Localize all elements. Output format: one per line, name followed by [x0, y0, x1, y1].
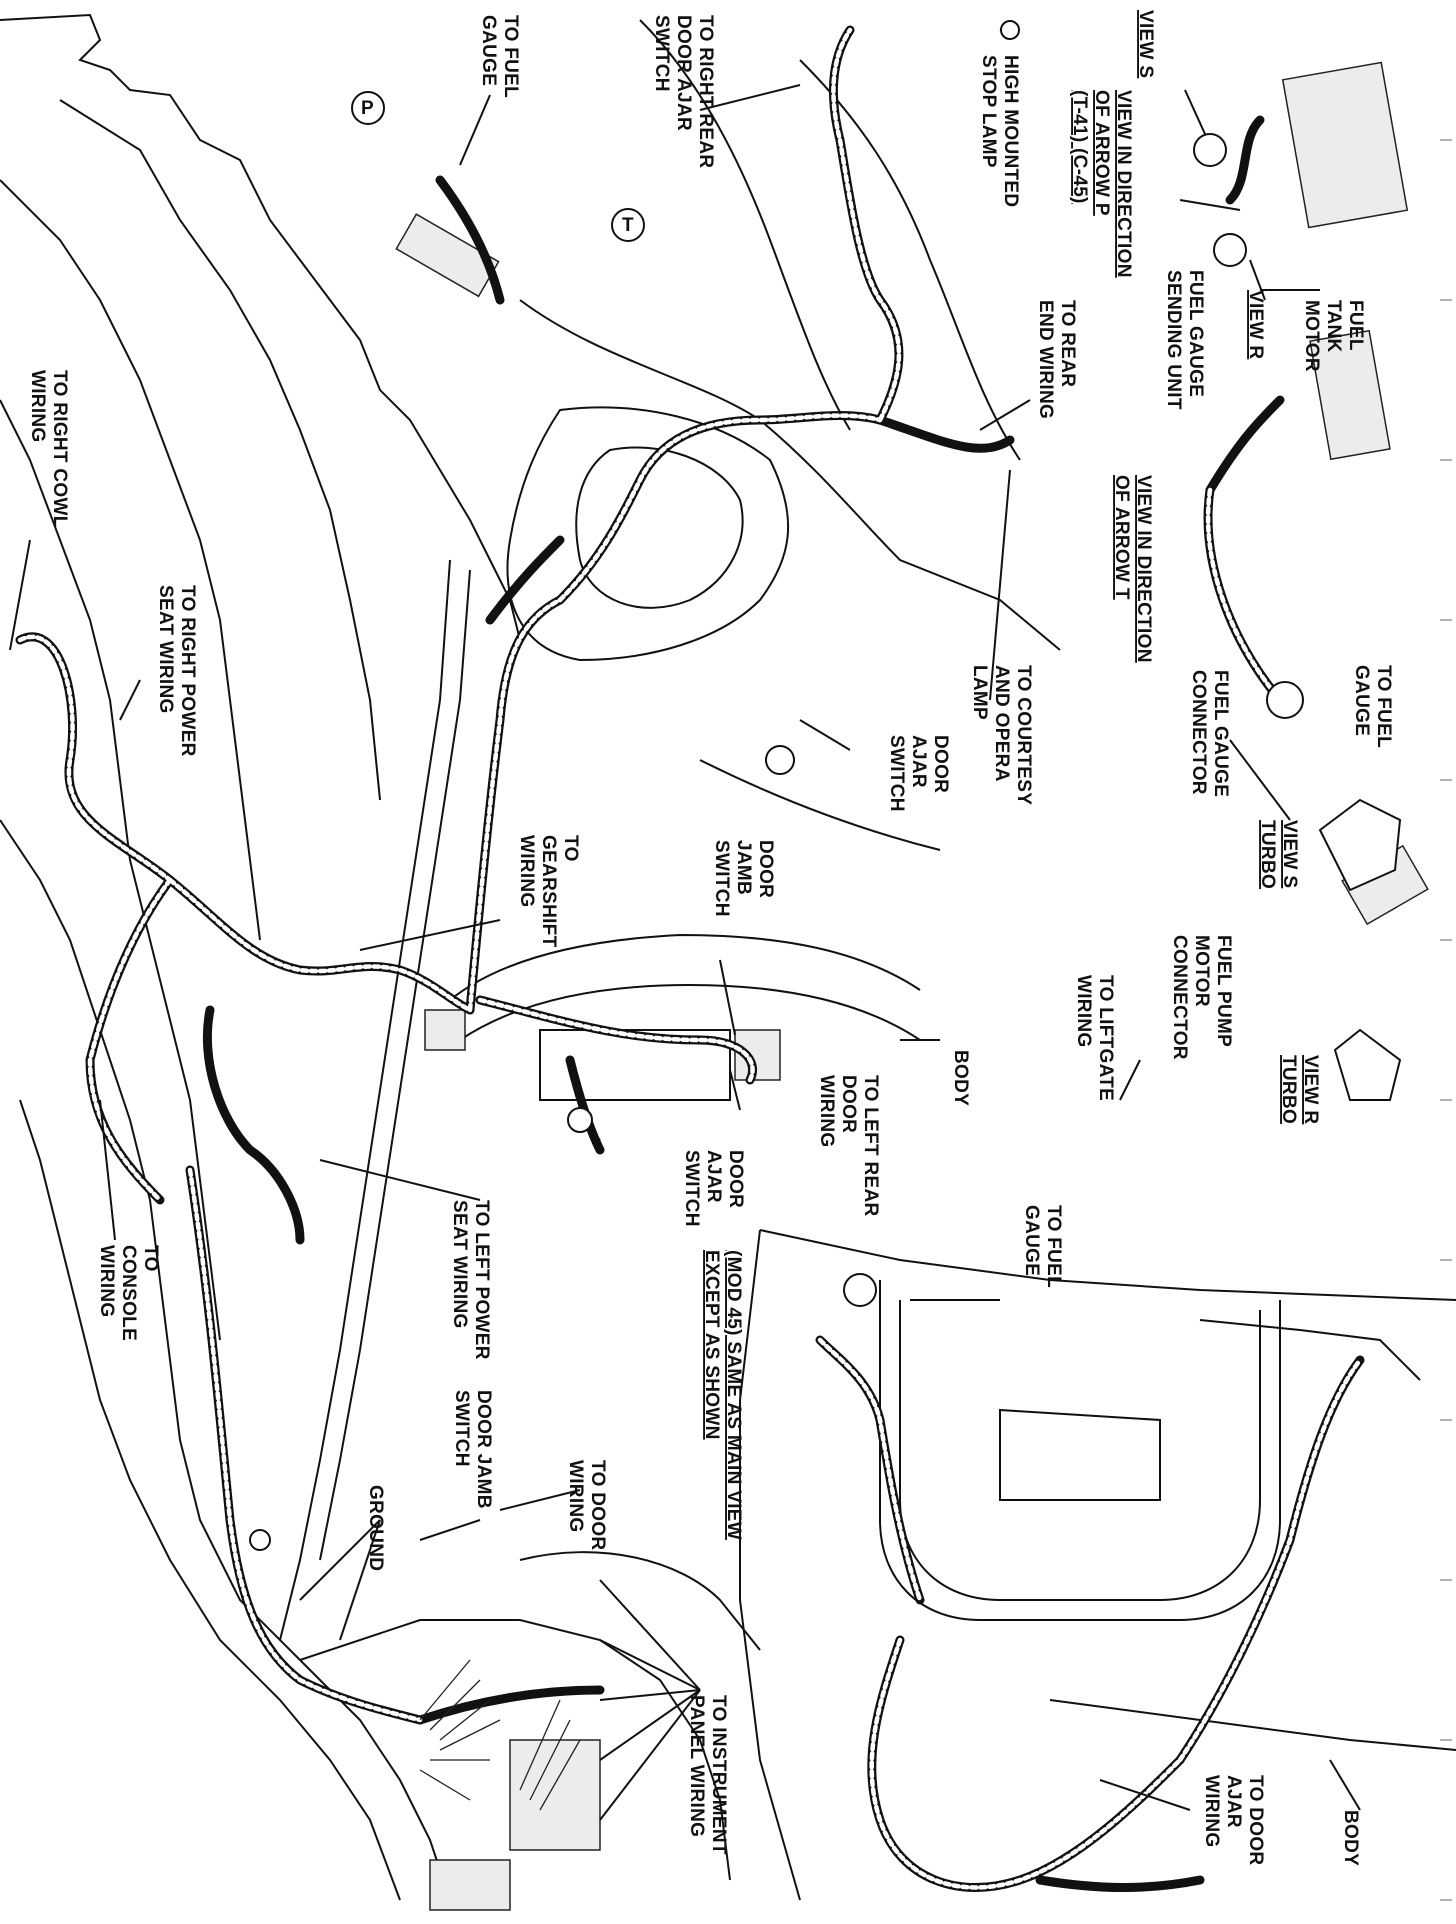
label-fuel-gauge-connector: FUEL GAUGECONNECTOR	[1188, 670, 1231, 797]
label-fuel-tank-motor: FUELTANKMOTOR	[1301, 300, 1366, 372]
label-fuel-pump-motor-connector: FUEL PUMPMOTORCONNECTOR	[1169, 935, 1234, 1060]
svg-text:FUEL GAUGESENDING UNIT: FUEL GAUGESENDING UNIT	[1163, 270, 1206, 410]
svg-text:DOOR JAMBSWITCH: DOOR JAMBSWITCH	[451, 1390, 494, 1509]
connector-blocks	[395, 61, 1429, 1911]
component-glyphs	[249, 20, 1402, 1551]
label-high-mounted-stop-lamp: HIGH MOUNTEDSTOP LAMP	[978, 55, 1021, 207]
label-fuel-gauge-sending-unit: FUEL GAUGESENDING UNIT	[1163, 270, 1206, 410]
wiring-harness	[15, 25, 1365, 1892]
label-to-fuel-gauge-right: TO FUELGAUGE	[1351, 665, 1394, 748]
label-to-door-ajar-wiring: TO DOORAJARWIRING	[1201, 1775, 1266, 1865]
svg-text:TOGEARSHIFTWIRING: TOGEARSHIFTWIRING	[516, 835, 581, 948]
svg-text:TO FUELGAUGE: TO FUELGAUGE	[1351, 665, 1394, 748]
arrow-p-marker: P	[351, 91, 385, 125]
wiring-harness-texture	[17, 27, 1363, 1890]
svg-text:TO FUELGAUGE: TO FUELGAUGE	[478, 15, 521, 98]
label-to-fuel-gauge-lower: TO FUELGAUGE	[1021, 1205, 1064, 1288]
label-door-ajar-switch-lower: DOORAJARSWITCH	[681, 1150, 746, 1227]
svg-text:TO LEFT REARDOORWIRING: TO LEFT REARDOORWIRING	[816, 1075, 881, 1217]
label-body-mid: BODY	[950, 1050, 971, 1106]
arrow-t-marker: T	[611, 208, 645, 242]
svg-text:TO LIFTGATEWIRING: TO LIFTGATEWIRING	[1073, 975, 1116, 1101]
leader-lines	[9, 29, 1361, 1821]
svg-text:TO REAREND WIRING: TO REAREND WIRING	[1035, 300, 1078, 419]
label-to-door-wiring: TO DOORWIRING	[565, 1460, 608, 1550]
svg-text:DOORAJARSWITCH: DOORAJARSWITCH	[886, 735, 951, 812]
svg-text:TO INSTRUMENTPANEL WIRING: TO INSTRUMENTPANEL WIRING	[686, 1695, 729, 1855]
callout-labels: TO FUELGAUGE TO RIGHT REARDOOR AJARSWITC…	[27, 10, 1394, 1866]
vehicle-body-outline	[0, 13, 1456, 1901]
label-to-instrument-panel: TO INSTRUMENTPANEL WIRING	[686, 1695, 729, 1855]
label-view-r-turbo: VIEW RTURBO	[1278, 1055, 1321, 1124]
label-view-s: VIEW S	[1135, 10, 1156, 78]
margin-ticks	[1440, 139, 1452, 1901]
svg-text:TO RIGHT COWLWIRING: TO RIGHT COWLWIRING	[27, 370, 70, 528]
svg-text:TO DOORWIRING: TO DOORWIRING	[565, 1460, 608, 1550]
svg-text:VIEW RTURBO: VIEW RTURBO	[1278, 1055, 1321, 1124]
svg-text:BODY: BODY	[1340, 1810, 1361, 1866]
svg-text:FUELTANKMOTOR: FUELTANKMOTOR	[1301, 300, 1366, 372]
svg-text:DOORAJARSWITCH: DOORAJARSWITCH	[681, 1150, 746, 1227]
label-to-left-rear-door: TO LEFT REARDOORWIRING	[816, 1075, 881, 1217]
svg-text:VIEW STURBO: VIEW STURBO	[1257, 820, 1300, 889]
label-to-console: TOCONSOLEWIRING	[96, 1245, 161, 1341]
label-to-courtesy-opera: TO COURTESYAND OPERALAMP	[969, 665, 1034, 805]
label-door-jamb-switch-low: DOOR JAMBSWITCH	[451, 1390, 494, 1509]
label-to-rear-end-wiring: TO REAREND WIRING	[1035, 300, 1078, 419]
svg-text:TO RIGHT REARDOOR AJARSWITCH: TO RIGHT REARDOOR AJARSWITCH	[651, 15, 716, 168]
label-mod45: (MOD 45) SAME AS MAIN VIEWEXCEPT AS SHOW…	[701, 1250, 744, 1540]
arrow-t-label: T	[622, 215, 634, 236]
svg-text:VIEW IN DIRECTIONOF ARROW P(T-: VIEW IN DIRECTIONOF ARROW P(T-41) (C-45)	[1069, 90, 1134, 278]
svg-text:GROUND: GROUND	[365, 1485, 386, 1571]
label-view-r: VIEW R	[1245, 290, 1266, 359]
label-door-jamb-switch-mid: DOORJAMBSWITCH	[711, 840, 776, 917]
label-to-right-power-seat: TO RIGHT POWERSEAT WIRING	[155, 585, 198, 757]
label-door-ajar-switch-upper: DOORAJARSWITCH	[886, 735, 951, 812]
label-to-left-power-seat: TO LEFT POWERSEAT WIRING	[449, 1200, 492, 1360]
svg-text:DOORJAMBSWITCH: DOORJAMBSWITCH	[711, 840, 776, 917]
svg-text:TOCONSOLEWIRING: TOCONSOLEWIRING	[96, 1245, 161, 1341]
label-ground: GROUND	[365, 1485, 386, 1571]
label-to-right-cowl: TO RIGHT COWLWIRING	[27, 370, 70, 528]
label-view-s-turbo: VIEW STURBO	[1257, 820, 1300, 889]
svg-text:(MOD 45) SAME AS MAIN VIEWEXCE: (MOD 45) SAME AS MAIN VIEWEXCEPT AS SHOW…	[701, 1250, 744, 1540]
svg-text:VIEW R: VIEW R	[1245, 290, 1266, 359]
arrow-p-label: P	[361, 98, 374, 119]
label-view-in-direction-p: VIEW IN DIRECTIONOF ARROW P(T-41) (C-45)	[1069, 90, 1134, 278]
label-view-in-direction-t: VIEW IN DIRECTIONOF ARROW T	[1111, 475, 1154, 663]
svg-text:HIGH MOUNTEDSTOP LAMP: HIGH MOUNTEDSTOP LAMP	[978, 55, 1021, 207]
svg-text:TO DOORAJARWIRING: TO DOORAJARWIRING	[1201, 1775, 1266, 1865]
svg-text:FUEL GAUGECONNECTOR: FUEL GAUGECONNECTOR	[1188, 670, 1231, 797]
label-to-gearshift: TOGEARSHIFTWIRING	[516, 835, 581, 948]
svg-text:TO LEFT POWERSEAT WIRING: TO LEFT POWERSEAT WIRING	[449, 1200, 492, 1360]
label-body-bottom: BODY	[1340, 1810, 1361, 1866]
svg-text:FUEL PUMPMOTORCONNECTOR: FUEL PUMPMOTORCONNECTOR	[1169, 935, 1234, 1060]
label-to-liftgate: TO LIFTGATEWIRING	[1073, 975, 1116, 1101]
svg-text:TO COURTESYAND OPERALAMP: TO COURTESYAND OPERALAMP	[969, 665, 1034, 805]
label-to-fuel-gauge-top: TO FUELGAUGE	[478, 15, 521, 98]
svg-text:TO RIGHT POWERSEAT WIRING: TO RIGHT POWERSEAT WIRING	[155, 585, 198, 757]
label-to-right-rear-door-ajar: TO RIGHT REARDOOR AJARSWITCH	[651, 15, 716, 168]
svg-text:TO FUELGAUGE: TO FUELGAUGE	[1021, 1205, 1064, 1288]
svg-text:VIEW IN DIRECTIONOF ARROW T: VIEW IN DIRECTIONOF ARROW T	[1111, 475, 1154, 663]
svg-text:BODY: BODY	[950, 1050, 971, 1106]
instrument-panel-connectors	[419, 1659, 581, 1811]
svg-text:VIEW S: VIEW S	[1135, 10, 1156, 78]
